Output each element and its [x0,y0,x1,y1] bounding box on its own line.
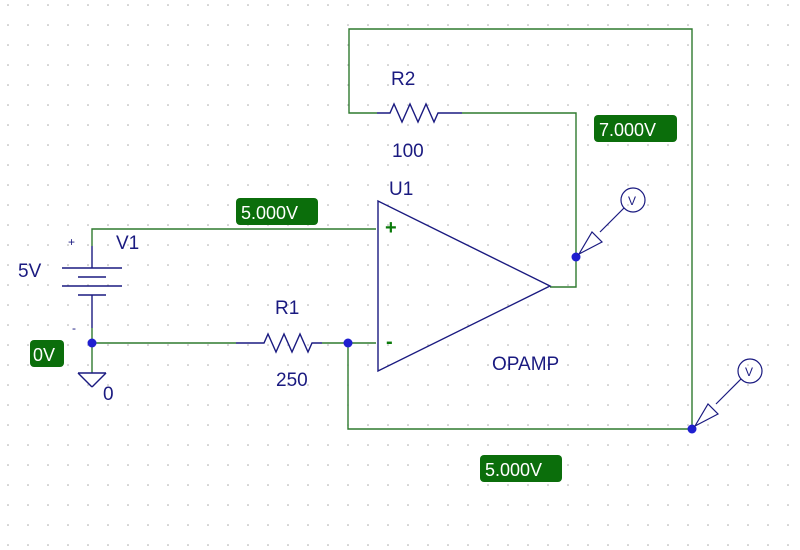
wire-v1-to-noninv [91,228,376,246]
resistor-r1[interactable] [236,332,322,354]
resistor-r2[interactable] [377,102,462,124]
voltage-marker-noninv-text: 5.000V [241,203,298,223]
voltage-marker-feedback[interactable]: 5.000V [480,455,562,482]
opamp-u1[interactable] [377,199,552,373]
wire-v1-to-r1 [91,328,236,344]
opamp-triangle [377,199,552,373]
wire-r2-to-output [462,112,577,288]
voltage-marker-feedback-text: 5.000V [485,460,542,480]
resistor-r2-name: R2 [391,69,415,90]
node-dot-ground [87,338,97,348]
battery-minus-sign: - [72,321,76,335]
opamp-name: U1 [389,179,413,200]
battery-name: V1 [116,233,139,254]
voltage-marker-ground[interactable]: 0V [30,340,64,367]
battery-value: 5V [18,261,42,282]
voltage-marker-output[interactable]: 7.000V [594,115,677,142]
resistor-r1-name: R1 [275,298,299,319]
voltage-probe-feedback[interactable] [693,358,763,428]
resistor-r2-value: 100 [392,141,424,162]
opamp-noninv-symbol: + [385,217,397,239]
voltage-marker-ground-text: 0V [33,345,55,365]
voltage-probe-feedback-label: V [745,365,753,379]
wire-feedback-bottom [347,28,693,430]
node-dot-inverting [343,338,353,348]
opamp-inv-symbol: - [386,331,393,353]
battery-plus-sign: + [68,235,75,249]
opamp-model: OPAMP [492,354,559,375]
voltage-probe-output[interactable] [577,187,646,256]
battery-v1[interactable] [62,246,122,328]
voltage-marker-output-text: 7.000V [599,120,656,140]
voltage-marker-noninv[interactable]: 5.000V [236,198,318,225]
ground-symbol [77,372,107,388]
ground-label: 0 [103,384,114,405]
resistor-r1-value: 250 [276,370,308,391]
voltage-probe-output-label: V [628,194,636,208]
